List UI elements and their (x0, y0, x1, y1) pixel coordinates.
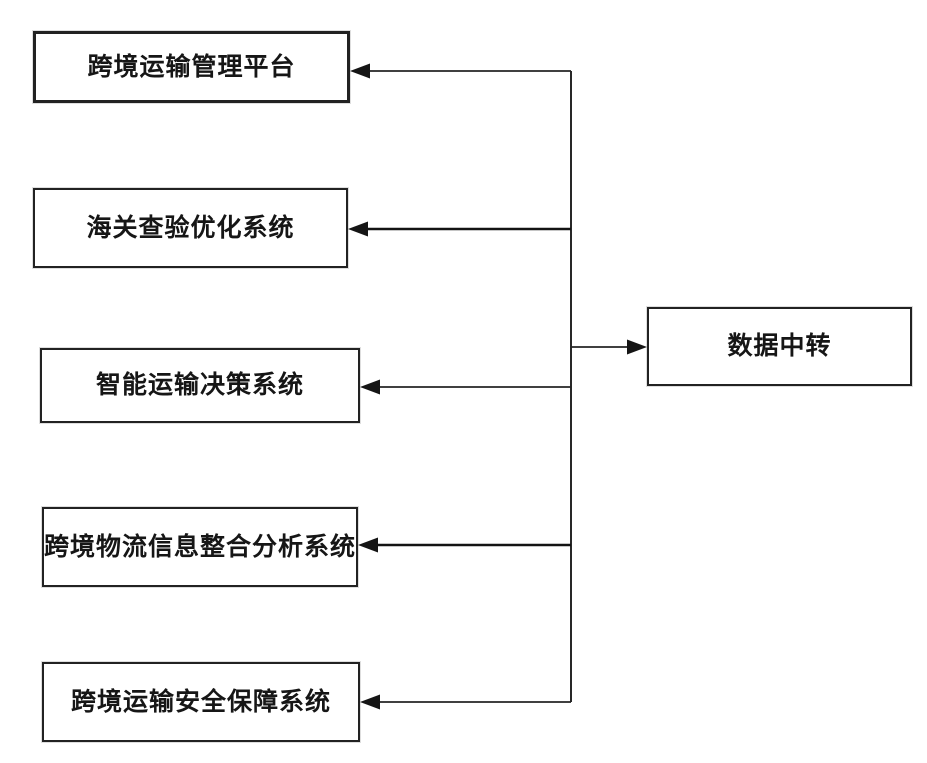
arrowhead-right-icon (627, 339, 647, 355)
edge-to-customs-inspection-optimization-system (348, 221, 571, 237)
node-cross-border-logistics-info-integration-analysis-system: 跨境物流信息整合分析系统 (42, 507, 358, 587)
node-label: 智能运输决策系统 (95, 372, 304, 399)
node-label: 跨境运输管理平台 (87, 53, 296, 81)
node-label: 数据中转 (727, 333, 832, 360)
edge-to-cross-border-transport-management-platform (350, 63, 571, 79)
node-data-relay: 数据中转 (647, 307, 912, 386)
edge-to-cross-border-transport-safety-assurance-system (360, 694, 571, 710)
arrowhead-left-icon (350, 63, 370, 79)
node-label: 跨境物流信息整合分析系统 (44, 533, 357, 561)
arrowhead-left-icon (360, 694, 380, 710)
edge-to-intelligent-transport-decision-system (360, 379, 571, 395)
arrowhead-left-icon (358, 537, 378, 553)
node-intelligent-transport-decision-system: 智能运输决策系统 (40, 348, 360, 423)
node-label: 跨境运输安全保障系统 (70, 688, 331, 716)
arrowhead-left-icon (348, 221, 368, 237)
node-label: 海关查验优化系统 (86, 214, 295, 242)
arrowhead-left-icon (360, 379, 380, 395)
node-cross-border-transport-management-platform: 跨境运输管理平台 (33, 31, 350, 103)
edge-to-data-relay (571, 339, 647, 355)
edge-to-cross-border-logistics-info-integration-analysis-system (358, 537, 571, 553)
node-cross-border-transport-safety-assurance-system: 跨境运输安全保障系统 (42, 662, 360, 742)
node-customs-inspection-optimization-system: 海关查验优化系统 (33, 188, 348, 268)
